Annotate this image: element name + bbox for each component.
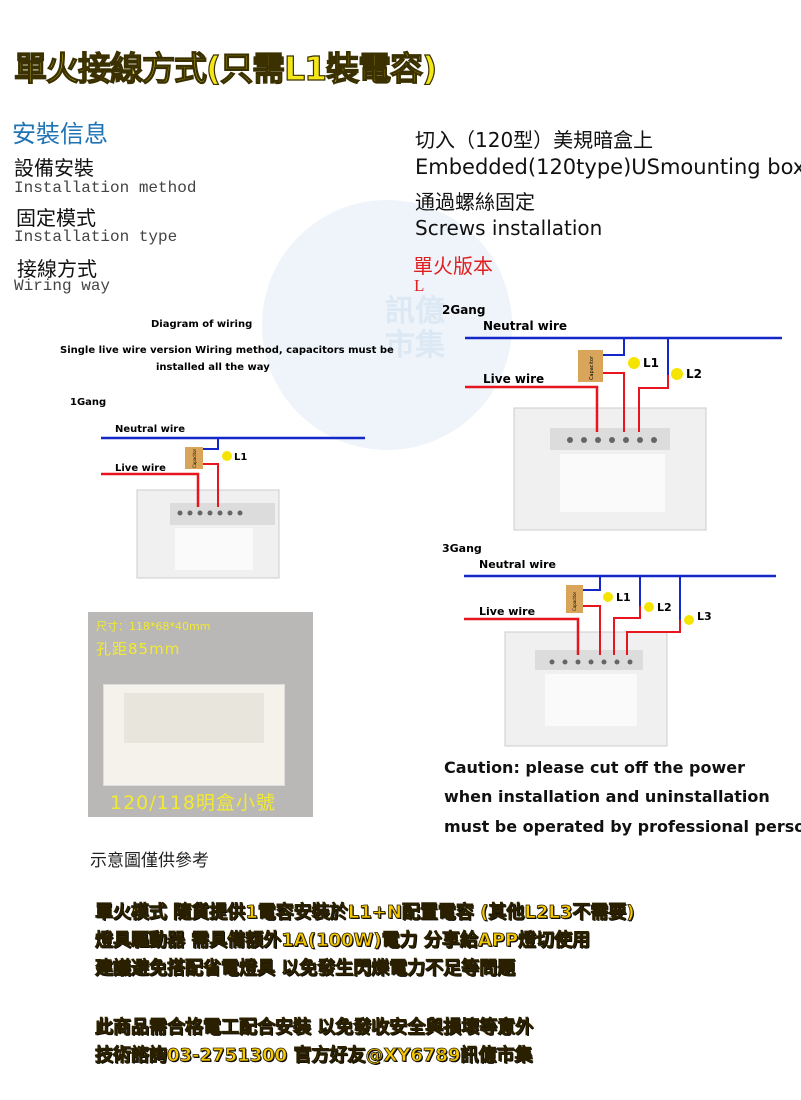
diagram-subtitle-1: Single live wire version Wiring method, … (60, 345, 394, 356)
lamp-icon (671, 368, 683, 380)
lamp-icon (644, 602, 654, 612)
label-wiring-way-en: Wiring way (14, 277, 111, 295)
capacitor-label: Capacitor (192, 448, 197, 468)
live-wire (465, 385, 599, 432)
live-wire-label: Live wire (479, 605, 535, 618)
switch-module (560, 454, 665, 512)
value-install-type-en: Screws installation (415, 216, 603, 240)
lamp-icon (684, 615, 694, 625)
watermark-circle (262, 200, 512, 450)
notice-line-4: 此商品需合格電工配合安裝 以免發收安全與損壞等意外 (95, 1017, 534, 1039)
lamp-icon (628, 357, 640, 369)
capacitor-label: Capacitor (572, 591, 577, 611)
value-install-method-zh: 切入（120型）美規暗盒上 (415, 128, 654, 152)
box-size: 尺寸：118*68*40mm (96, 620, 211, 633)
capacitor-label: Capacitor (589, 355, 595, 380)
box-caption: 120/118明盒小號 (110, 792, 276, 814)
lamp-label: L3 (697, 610, 712, 623)
lamp-label: L2 (657, 601, 672, 614)
switch-module (545, 674, 637, 726)
gang-label: 2Gang (442, 303, 485, 317)
value-install-method-en: Embedded(120type)USmounting box (415, 155, 801, 179)
lamp-icon (603, 592, 613, 602)
neutral-wire-label: Neutral wire (115, 424, 185, 435)
diagram-subtitle-2: installed all the way (156, 362, 270, 373)
neutral-wire-label: Neutral wire (479, 558, 556, 571)
info-heading: 安裝信息 (12, 120, 108, 148)
diagram-title: Diagram of wiring (151, 319, 252, 330)
reference-note: 示意圖僅供參考 (90, 851, 209, 871)
capacitor (578, 350, 603, 382)
capacitor (185, 447, 203, 469)
label-install-type-en: Installation type (14, 228, 178, 246)
live-wire-label: Live wire (115, 463, 166, 474)
gang-label: 1Gang (70, 397, 106, 408)
value-install-type-zh: 通過螺絲固定 (415, 190, 535, 214)
notice-line-1: 單火模式 隨貨提供1電容安裝於L1+N配置電容 (其他L2L3不需要) (95, 902, 635, 924)
label-install-method-zh: 設備安裝 (14, 156, 94, 180)
live-wire-label: Live wire (483, 372, 544, 386)
capacitor (566, 585, 583, 613)
diagram-3gang: 3Gang Neutral wire Live wire Capacitor L… (442, 542, 776, 747)
version-en: L (414, 276, 425, 295)
label-wiring-way-zh: 接線方式 (17, 257, 97, 281)
lamp-label: L1 (234, 452, 247, 463)
lamp-label: L1 (616, 591, 631, 604)
switch-module (175, 528, 253, 570)
gang-label: 3Gang (442, 542, 482, 555)
label-install-method-en: Installation method (14, 179, 197, 197)
live-wire (464, 617, 580, 655)
caution-line-2: when installation and uninstallation (444, 787, 770, 806)
mounting-box-photo: 尺寸：118*68*40mm 孔距85mm 120/118明盒小號 (88, 612, 313, 817)
box-hole-distance: 孔距85mm (96, 640, 181, 658)
lamp-icon (222, 451, 232, 461)
label-install-type-zh: 固定模式 (16, 206, 96, 230)
version-zh: 單火版本 (413, 254, 493, 278)
live-wire (101, 472, 200, 507)
terminal-block (535, 650, 643, 670)
notice-line-2: 燈具驅動器 需具備額外1A(100W)電力 分享給APP燈切使用 (95, 930, 591, 952)
diagram-1gang: 1Gang Neutral wire Live wire Capacitor L… (70, 397, 365, 579)
diagram-2gang: 2Gang Neutral wire Live wire Capacitor L… (442, 303, 782, 531)
page-title: 單火接線方式(只需L1裝電容) (13, 48, 437, 88)
terminal-block (170, 503, 275, 525)
caution-line-3: must be operated by professional person (444, 817, 801, 836)
lamp-label: L1 (643, 356, 659, 370)
wiring-diagrams: Diagram of wiring Single live wire versi… (60, 303, 782, 747)
mounting-box-image (103, 684, 285, 786)
notice-line-5: 技術諮詢03-2751300 官方好友@XY6789訊億市集 (95, 1045, 533, 1067)
caution-line-1: Caution: please cut off the power (444, 758, 745, 777)
neutral-wire-label: Neutral wire (483, 319, 567, 333)
notice-line-3: 建議避免搭配省電燈具 以免發生閃爍電力不足等問題 (95, 958, 516, 980)
watermark-text: 訊億市集 (385, 294, 445, 363)
lamp-label: L2 (686, 367, 702, 381)
